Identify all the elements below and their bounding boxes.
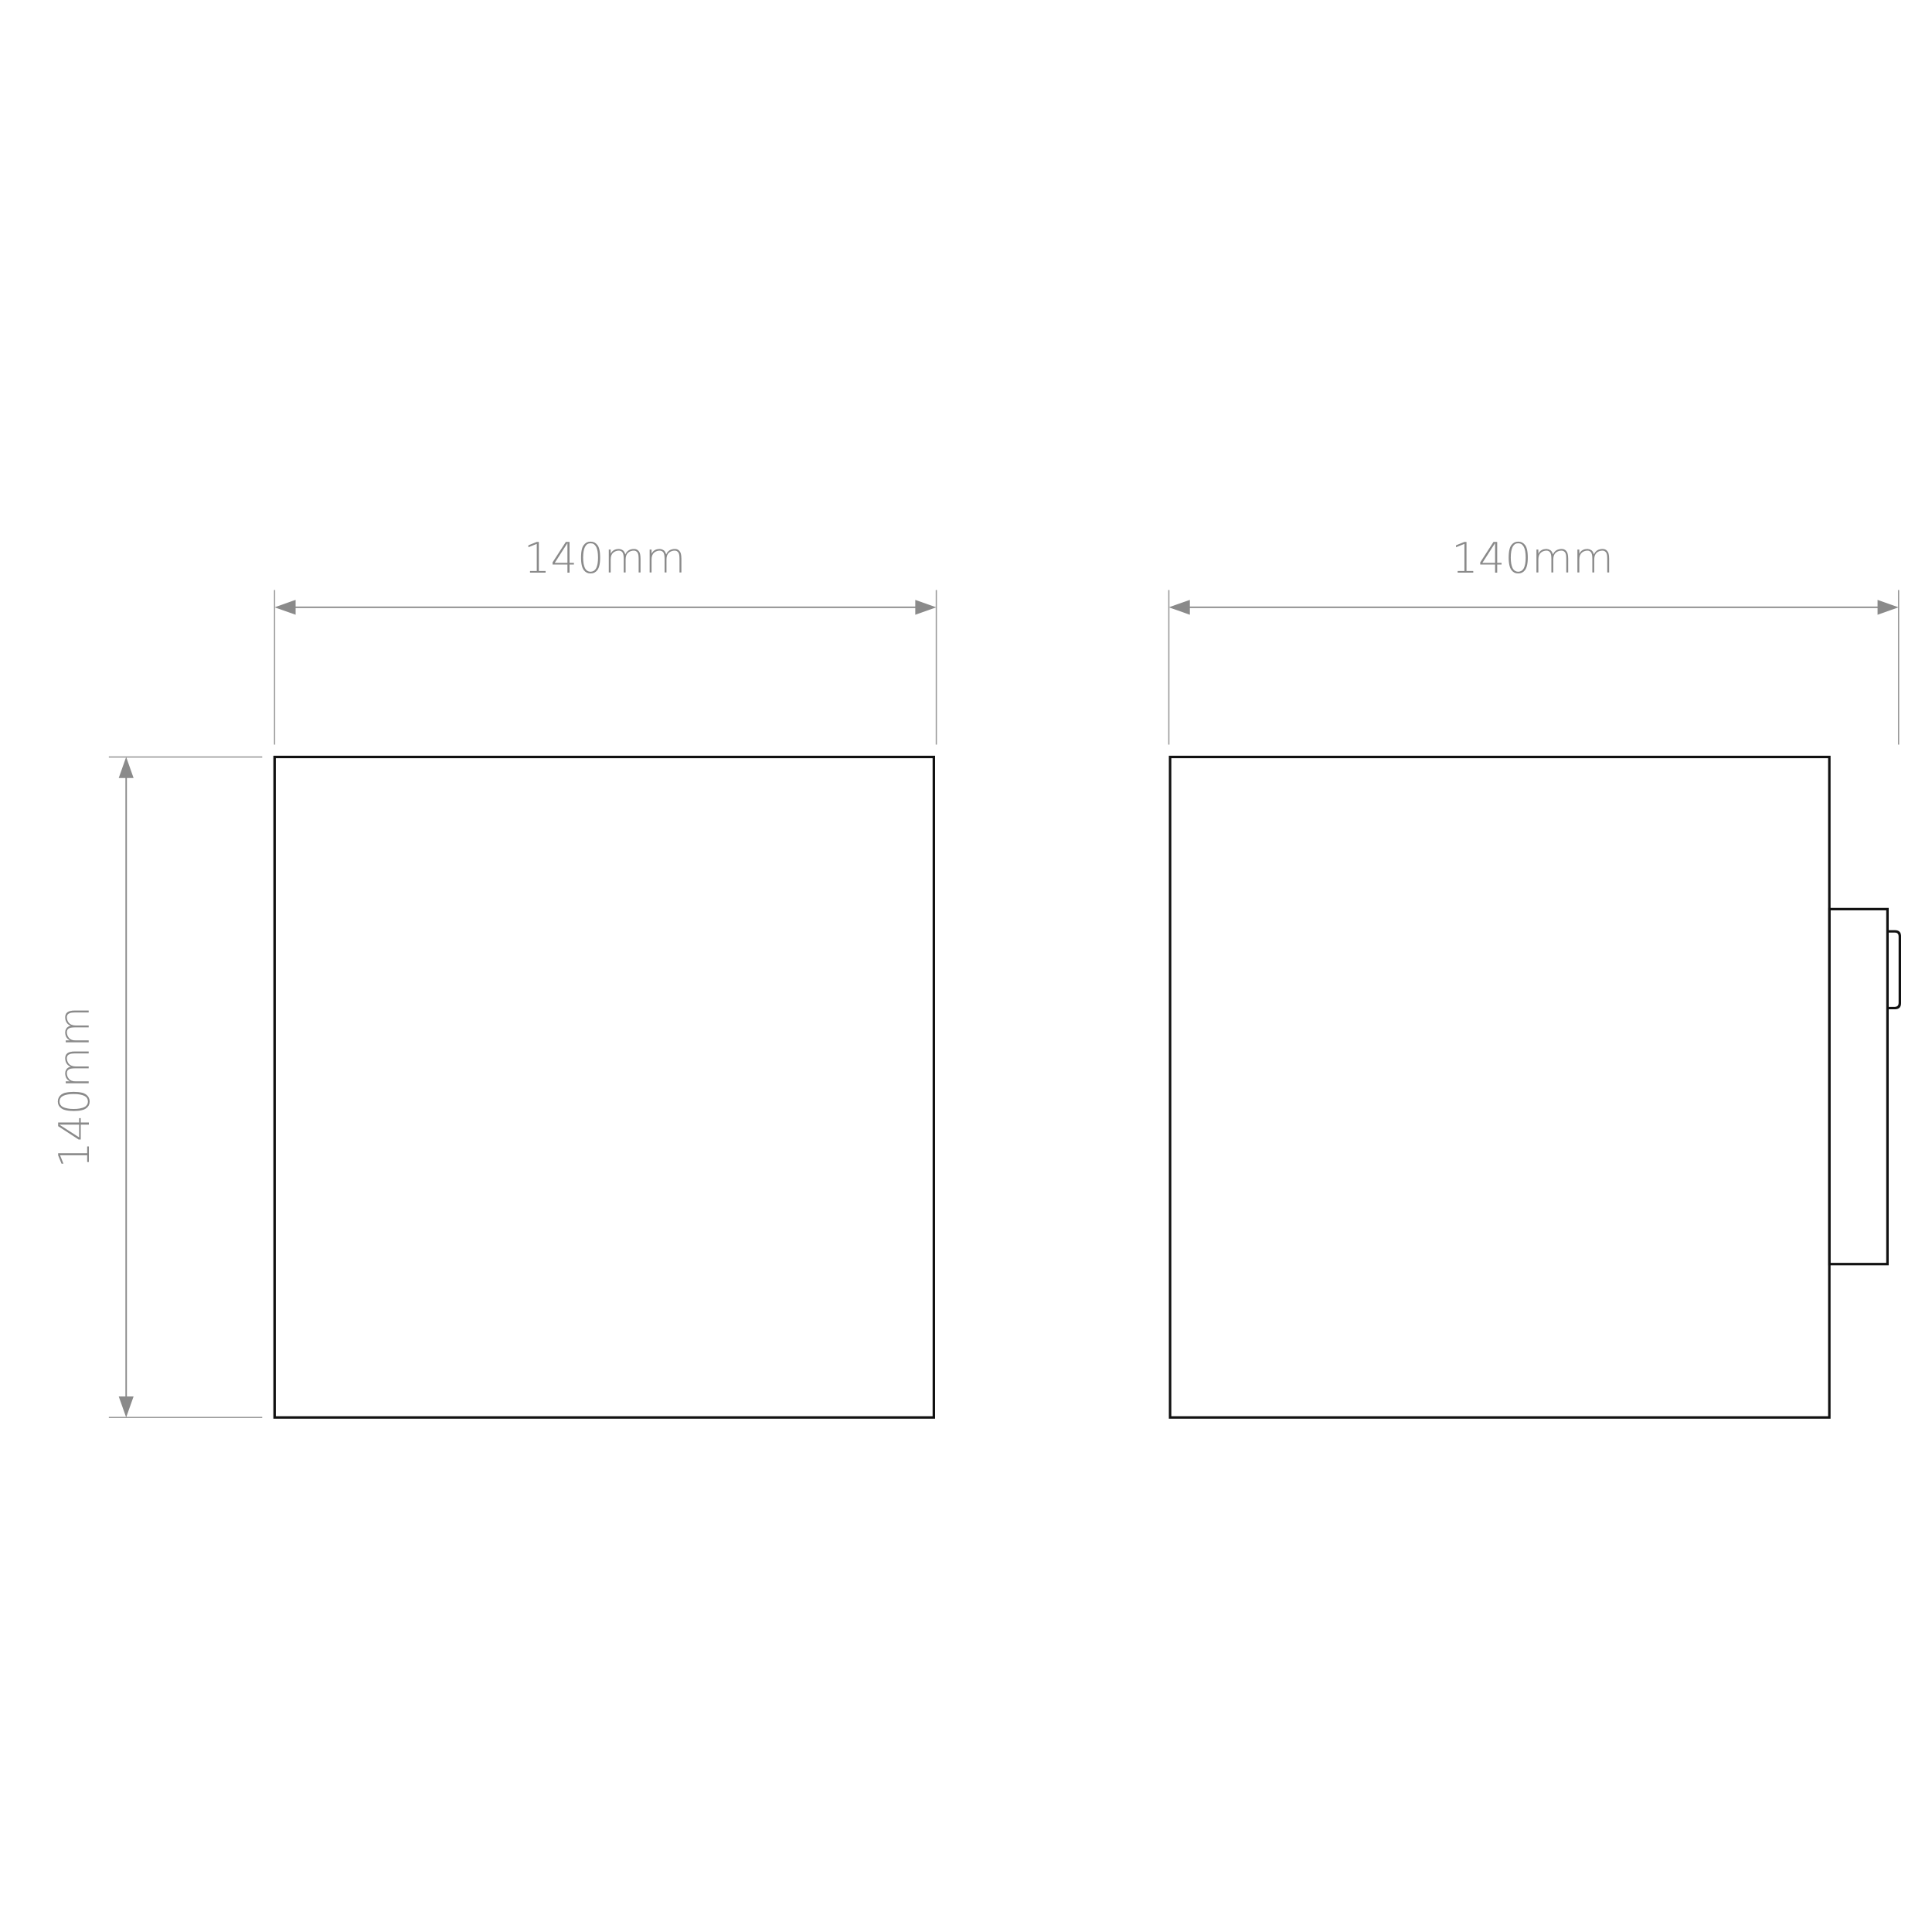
- front-view: 140mm 140mm: [49, 533, 937, 1419]
- arrow-left-icon: [274, 600, 296, 615]
- side-depth-label: 140mm: [1451, 533, 1614, 583]
- front-view-outline: [273, 755, 935, 1419]
- arrow-right-icon: [915, 600, 937, 615]
- wall-bracket: [1828, 907, 1889, 1266]
- side-view-body: [1168, 755, 1831, 1419]
- arrow-left-icon: [1168, 600, 1190, 615]
- side-view: 140mm: [1168, 533, 1901, 1419]
- arrow-up-icon: [118, 757, 134, 778]
- arrow-down-icon: [118, 1396, 134, 1418]
- front-width-label: 140mm: [524, 533, 686, 583]
- arrow-right-icon: [1877, 600, 1899, 615]
- bracket-tab: [1887, 930, 1901, 1010]
- front-height-label: 140mm: [49, 1006, 99, 1168]
